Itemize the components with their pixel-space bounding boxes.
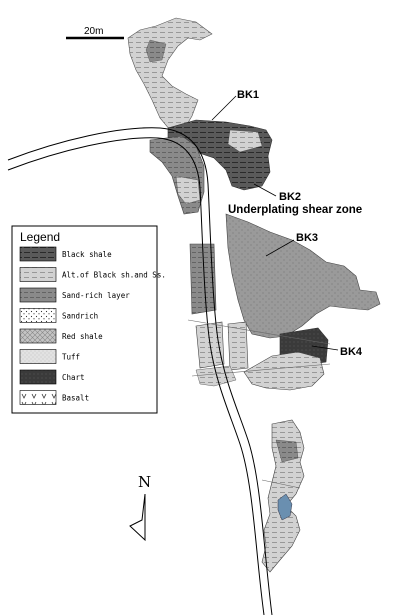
site-label-bk2: BK2 Underplating shear zone	[228, 183, 362, 216]
outcrop-bk3	[225, 213, 381, 339]
outcrop-bk1-light	[227, 129, 263, 153]
outcrop-bk3-west	[189, 243, 217, 315]
outcrop-bk4-west	[195, 365, 237, 387]
legend-swatch-black-shale	[19, 246, 57, 262]
legend-label: Red shale	[62, 332, 103, 341]
outcrop-west-road	[149, 135, 205, 215]
scale-bar-label: 20m	[84, 26, 103, 37]
legend-swatch-red-shale	[19, 328, 57, 344]
legend-item: Red shale	[19, 328, 103, 344]
outcrop-south-blue	[277, 493, 293, 521]
legend-item: Alt.of Black sh.and Ss.	[19, 267, 166, 282]
label-bk1: BK1	[237, 89, 259, 101]
north-label: N	[138, 473, 151, 491]
label-bk3: BK3	[296, 232, 318, 244]
site-label-bk3: BK3	[265, 232, 318, 257]
outcrop-bk3-light2	[227, 321, 249, 371]
scale-bar: 20m	[66, 26, 124, 40]
legend-label: Tuff	[62, 353, 80, 362]
legend-label: Sandrich	[62, 312, 98, 321]
outcrop-south-dark	[275, 439, 299, 463]
legend-label: Sand-rich layer	[62, 291, 130, 300]
outcrop-bk4-south	[243, 351, 325, 391]
label-underplating-zone: Underplating shear zone	[228, 204, 362, 216]
legend-item: Sand-rich layer	[19, 287, 130, 303]
legend-label: Black shale	[62, 250, 112, 259]
legend-title: Legend	[20, 230, 60, 244]
legend-swatch-sandrich	[19, 308, 57, 323]
legend-item: Tuff	[19, 349, 80, 364]
legend-label: Alt.of Black sh.and Ss.	[62, 271, 166, 280]
legend-item: Sandrich	[19, 308, 98, 323]
survey-line-2	[191, 363, 331, 377]
site-label-bk4: BK4	[311, 345, 363, 358]
legend-swatch-tuff	[19, 349, 57, 364]
survey-line-3	[261, 479, 301, 489]
legend-swatch-chart	[19, 369, 57, 385]
legend-item: Black shale	[19, 246, 112, 262]
outcrop-west-road-light	[175, 175, 201, 205]
outcrop-north	[127, 17, 213, 131]
legend-swatch-basalt	[19, 390, 57, 405]
legend-item: Basalt	[19, 390, 89, 405]
legend-swatch-sand-rich	[19, 287, 57, 303]
legend-swatch-alternation	[19, 267, 57, 282]
north-arrow: N	[129, 473, 151, 542]
site-label-bk1: BK1	[211, 89, 259, 121]
label-bk4: BK4	[340, 346, 363, 358]
outcrop-north-dark	[145, 39, 167, 63]
survey-line-1	[187, 319, 331, 345]
road-inner	[7, 137, 265, 615]
north-arrow-icon	[129, 493, 146, 542]
legend-label: Basalt	[62, 394, 89, 403]
legend-label: Chart	[62, 373, 85, 382]
legend-item: Chart	[19, 369, 85, 385]
label-bk2: BK2	[279, 191, 301, 203]
